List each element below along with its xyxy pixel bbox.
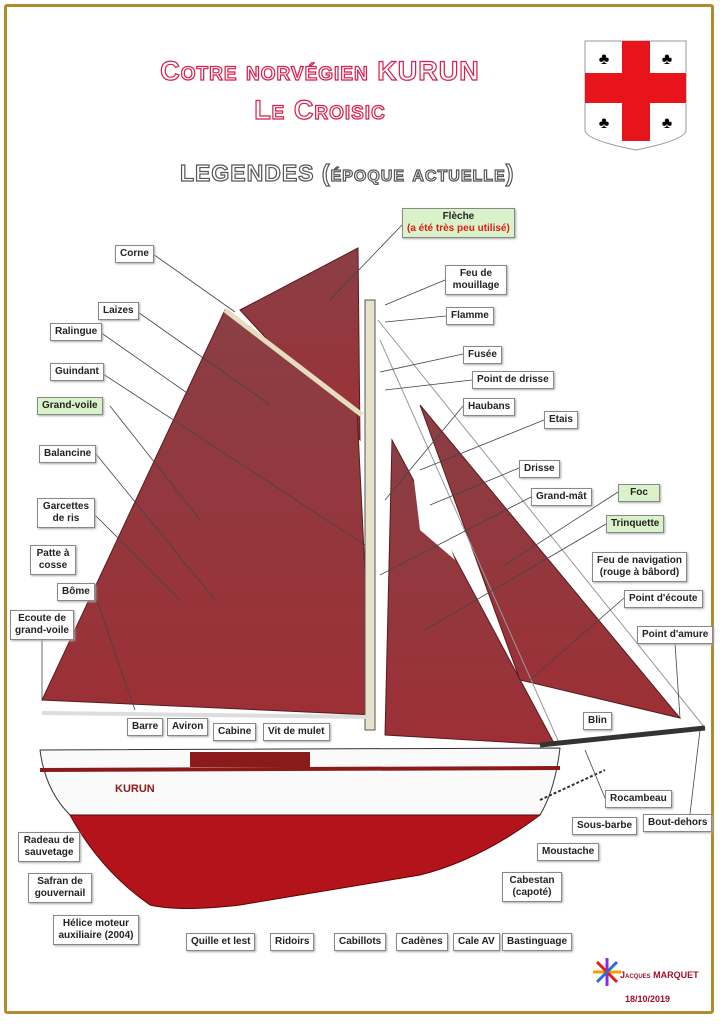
svg-text:♣: ♣ [599, 51, 610, 68]
label-cale-av: Cale AV [453, 933, 500, 951]
label-helice: Hélice moteur auxiliaire (2004) [53, 915, 139, 945]
label-ecoute: Ecoute de grand-voile [10, 610, 74, 640]
label-moustache: Moustache [537, 843, 600, 861]
label-ralingue: Ralingue [50, 323, 103, 341]
coat-of-arms: ♣ ♣ ♣ ♣ [584, 40, 687, 151]
label-feu-mouillage: Feu de mouillage [445, 265, 507, 295]
label-guindant: Guindant [50, 363, 104, 381]
title-line1: Cotre norvégien KURUN [160, 55, 480, 86]
label-fusee: Fusée [463, 346, 502, 364]
label-cabine: Cabine [213, 723, 257, 741]
label-rocambeau: Rocambeau [605, 790, 672, 808]
hull-bottom [69, 814, 542, 909]
label-cabillots: Cabillots [334, 933, 387, 951]
label-etais: Etais [544, 411, 578, 429]
label-barre: Barre [127, 718, 164, 736]
frame-border [4, 4, 714, 1014]
label-point-amure: Point d'amure [637, 626, 714, 644]
label-feu-navigation: Feu de navigation(rouge à bâbord) [592, 552, 688, 582]
svg-text:♣: ♣ [662, 51, 673, 68]
label-laizes: Laizes [98, 302, 139, 320]
label-ridoirs: Ridoirs [270, 933, 315, 951]
date: 18/10/2019 [625, 994, 671, 1004]
svg-text:♣: ♣ [599, 115, 610, 132]
label-sous-barbe: Sous-barbe [572, 817, 638, 835]
svg-text:♣: ♣ [662, 115, 673, 132]
label-balancine: Balancine [39, 445, 97, 463]
author-logo [593, 958, 621, 986]
label-radeau: Radeau de sauvetage [18, 832, 80, 862]
legend-heading: LEGENDES (époque actuelle) [179, 159, 515, 186]
label-vit-mulet: Vit de mulet [263, 723, 330, 741]
label-flamme: Flamme [446, 307, 494, 325]
label-grand-mat: Grand-mât [531, 488, 592, 506]
label-foc: Foc [618, 484, 660, 502]
mast [364, 299, 376, 731]
label-garcettes: Garcettes de ris [37, 498, 95, 528]
label-bout-dehors: Bout-dehors [643, 814, 713, 832]
label-grand-voile: Grand-voile [37, 397, 103, 415]
label-cadenes: Cadènes [396, 933, 448, 951]
label-point-ecoute: Point d'écoute [624, 590, 703, 608]
label-fleche: Flèche(a été très peu utilisé) [402, 208, 515, 238]
label-bome: Bôme [57, 583, 95, 601]
label-trinquette: Trinquette [606, 515, 665, 533]
label-patte-cosse: Patte à cosse [30, 545, 76, 575]
label-cabestan: Cabestan (capoté) [502, 872, 562, 902]
label-quille: Quille et lest [186, 933, 256, 951]
title-line2: Le Croisic [254, 94, 386, 125]
label-corne: Corne [115, 245, 154, 263]
cabin [190, 752, 310, 767]
label-haubans: Haubans [463, 398, 516, 416]
label-drisse: Drisse [519, 460, 560, 478]
svg-text:KURUN: KURUN [115, 783, 155, 795]
label-point-drisse: Point de drisse [472, 371, 554, 389]
label-aviron: Aviron [167, 718, 209, 736]
author-name: Jacques MARQUET [620, 970, 699, 980]
label-bastinguage: Bastinguage [502, 933, 573, 951]
label-blin: Blin [583, 712, 612, 730]
label-safran: Safran de gouvernail [28, 873, 92, 903]
